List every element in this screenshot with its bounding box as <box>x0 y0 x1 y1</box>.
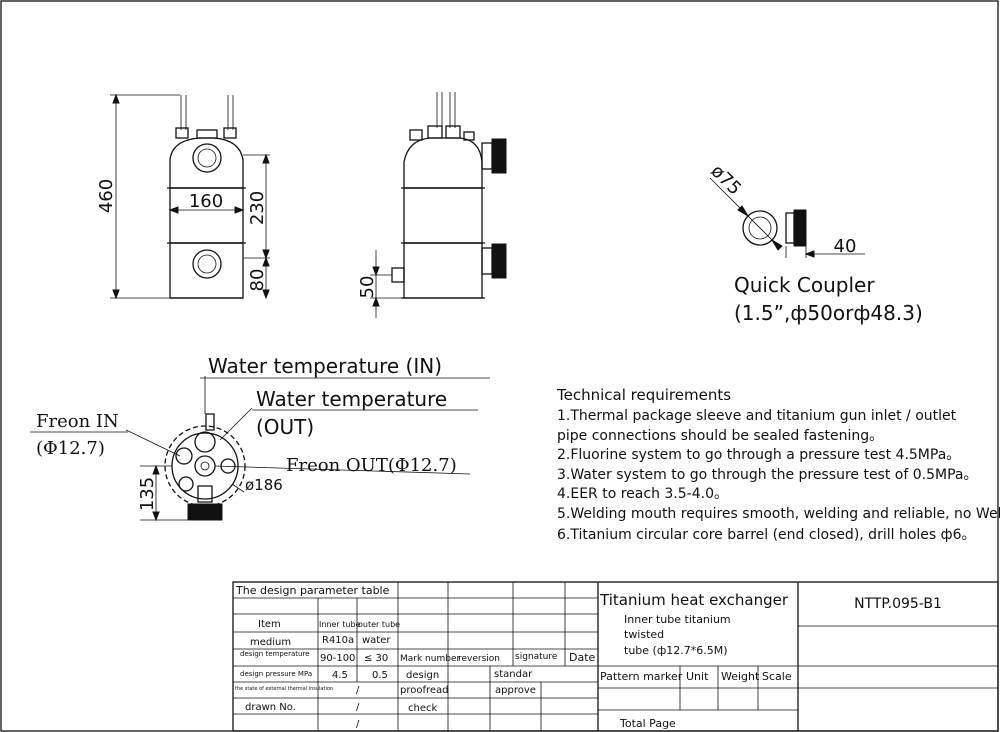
cell-design-temperature: design temperature <box>240 650 309 658</box>
cell-design-pressure: design pressure MPa <box>240 670 312 678</box>
product-desc-3: tube (ф12.7*6.5M) <box>624 644 728 657</box>
cell-external-thermal: the state of external thermal insulation <box>235 686 333 692</box>
dim-460: 460 <box>96 179 117 213</box>
freon-in-label-2: (Φ12.7) <box>36 438 105 459</box>
dim-75: ø75 <box>706 161 745 200</box>
side-view <box>391 92 507 299</box>
requirement-line-1: 1.Thermal package sleeve and titanium gu… <box>557 408 957 424</box>
cell-item: Item <box>258 619 281 630</box>
cell-scale: Scale <box>762 670 792 683</box>
cell-medium: medium <box>250 637 291 648</box>
requirement-line-7: 6.Titanium circular core barrel (end clo… <box>557 527 976 543</box>
title-block: The design parameter table Item Inner tu… <box>232 581 999 732</box>
coupler-subtitle: (1.5”,ф50orф48.3) <box>734 301 923 325</box>
cell-inner-tube: Inner tube <box>319 620 361 629</box>
cell-pressure-outer: 0.5 <box>372 670 388 681</box>
cell-check: check <box>408 703 437 714</box>
cell-temp-outer: ≤ 30 <box>364 653 388 664</box>
requirement-line-5: 4.EER to reach 3.5-4.0。 <box>557 486 728 502</box>
cell-drawn-no: drawn No. <box>245 702 296 713</box>
requirements-title: Technical requirements <box>556 386 731 404</box>
cell-reversion: reversion <box>458 654 500 664</box>
coupler-title: Quick Coupler <box>734 273 875 297</box>
cell-weight: Weight <box>721 670 760 683</box>
cell-medium-outer: water <box>362 635 391 646</box>
dim-40: 40 <box>834 236 857 257</box>
dim-50: 50 <box>357 276 378 299</box>
cell-medium-inner: R410a <box>322 635 354 646</box>
side-dimensions: 50 <box>357 250 404 318</box>
cell-slash-1: / <box>356 685 360 696</box>
cell-standard: standar <box>494 669 533 680</box>
water-out-label-1: Water temperature <box>256 387 447 411</box>
water-in-label: Water temperature (IN) <box>208 354 442 378</box>
requirement-line-6: 5.Welding mouth requires smooth, welding… <box>557 506 1000 522</box>
cell-date: Date <box>569 651 596 664</box>
freon-in-label-1: Freon IN <box>36 411 119 432</box>
dim-230: 230 <box>247 191 268 225</box>
water-out-label-2: (OUT) <box>256 415 314 439</box>
cell-outer-tube: outer tube <box>358 620 400 629</box>
dim-80: 80 <box>247 269 268 292</box>
requirement-line-3: 2.Fluorine system to go through a pressu… <box>557 447 960 463</box>
dim-160: 160 <box>189 191 223 212</box>
cell-unit: Unit <box>686 670 709 683</box>
dim-135: 135 <box>137 477 158 511</box>
quick-coupler-detail: ø75 40 Quick Coupler (1.5”,ф50orф48.3) <box>706 161 922 325</box>
cell-temp-inner: 90-100 <box>320 653 355 664</box>
freon-out-label: Freon OUT(Φ12.7) <box>286 455 457 476</box>
top-view <box>125 376 471 521</box>
dim-186: ø186 <box>245 476 283 494</box>
cell-design: design <box>406 670 439 681</box>
cell-approve: approve <box>495 685 536 696</box>
requirement-line-4: 3.Water system to go through the pressur… <box>557 467 978 483</box>
product-title: Titanium heat exchanger <box>599 591 789 609</box>
pattern-marker: Pattern marker <box>600 670 683 683</box>
product-desc-2: twisted <box>624 628 664 641</box>
product-desc-1: Inner tube titanium <box>624 613 731 626</box>
technical-requirements: Technical requirements 1.Thermal package… <box>556 386 1000 543</box>
cell-mark-number: Mark number <box>400 654 460 664</box>
cell-proofread: proofread <box>400 685 449 696</box>
cell-pressure-inner: 4.5 <box>332 670 348 681</box>
front-view <box>167 95 246 299</box>
top-dimensions: 135 ø186 <box>137 464 283 522</box>
drawing-number: NTTP.095-B1 <box>854 596 942 612</box>
cell-signature: signature <box>515 652 558 662</box>
total-page: Total Page <box>619 717 676 730</box>
table-title: The design parameter table <box>235 584 390 597</box>
front-dimensions: 460 160 230 80 <box>96 93 270 300</box>
requirement-line-2: pipe connections should be sealed fasten… <box>557 428 883 444</box>
cell-slash-3: / <box>356 719 360 730</box>
cell-slash-2: / <box>356 702 360 713</box>
